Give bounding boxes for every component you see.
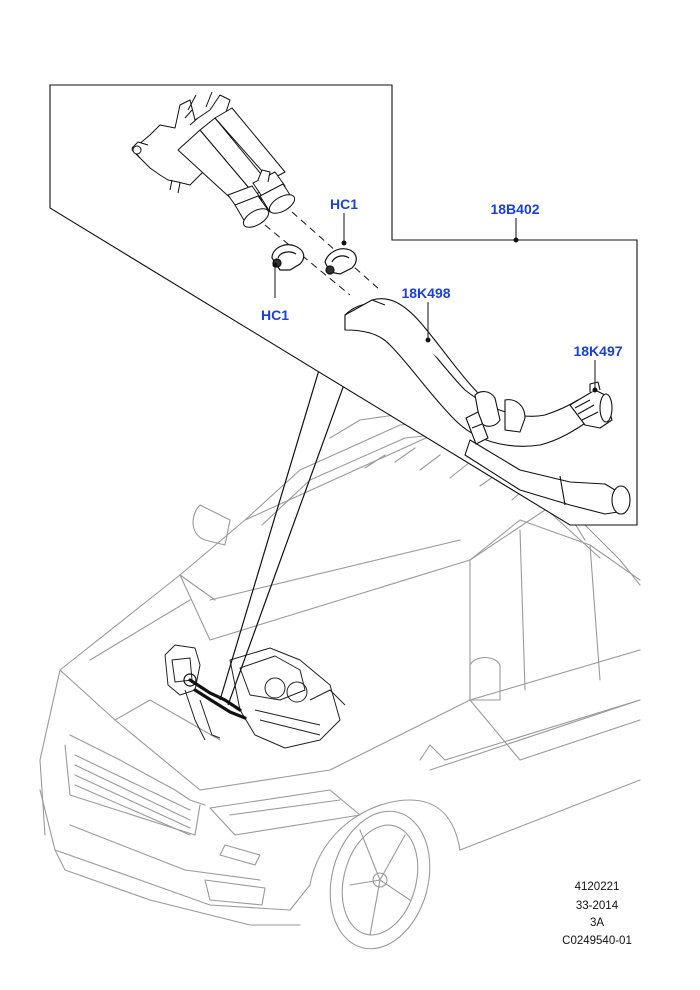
callout-hc1-left: HC1 — [261, 307, 289, 323]
assembly-guide-lines — [264, 211, 381, 296]
callout-18b402: 18B402 — [490, 201, 539, 217]
engine-bay-components — [164, 644, 346, 749]
callout-leader-lines — [272, 213, 598, 393]
heater-hose-assembly — [344, 298, 631, 515]
zoom-leader-lines — [219, 349, 351, 706]
reference-line-4: C0249540-01 — [562, 935, 632, 947]
callout-hc1-top: HC1 — [330, 196, 358, 212]
hose-clamp-right — [324, 248, 357, 275]
vehicle-outline — [39, 414, 641, 950]
reference-line-3: 3A — [590, 917, 604, 929]
reference-line-2: 33-2014 — [576, 900, 619, 912]
reference-block: 4120221 33-2014 3A C0249540-01 — [562, 881, 632, 947]
callout-18k498: 18K498 — [401, 285, 450, 301]
engine-bay-focus-circle — [183, 673, 197, 687]
heater-hose-in-vehicle — [188, 678, 247, 720]
reference-line-1: 4120221 — [575, 881, 620, 893]
callout-18k497: 18K497 — [573, 343, 622, 359]
heater-core-assembly — [131, 91, 296, 228]
